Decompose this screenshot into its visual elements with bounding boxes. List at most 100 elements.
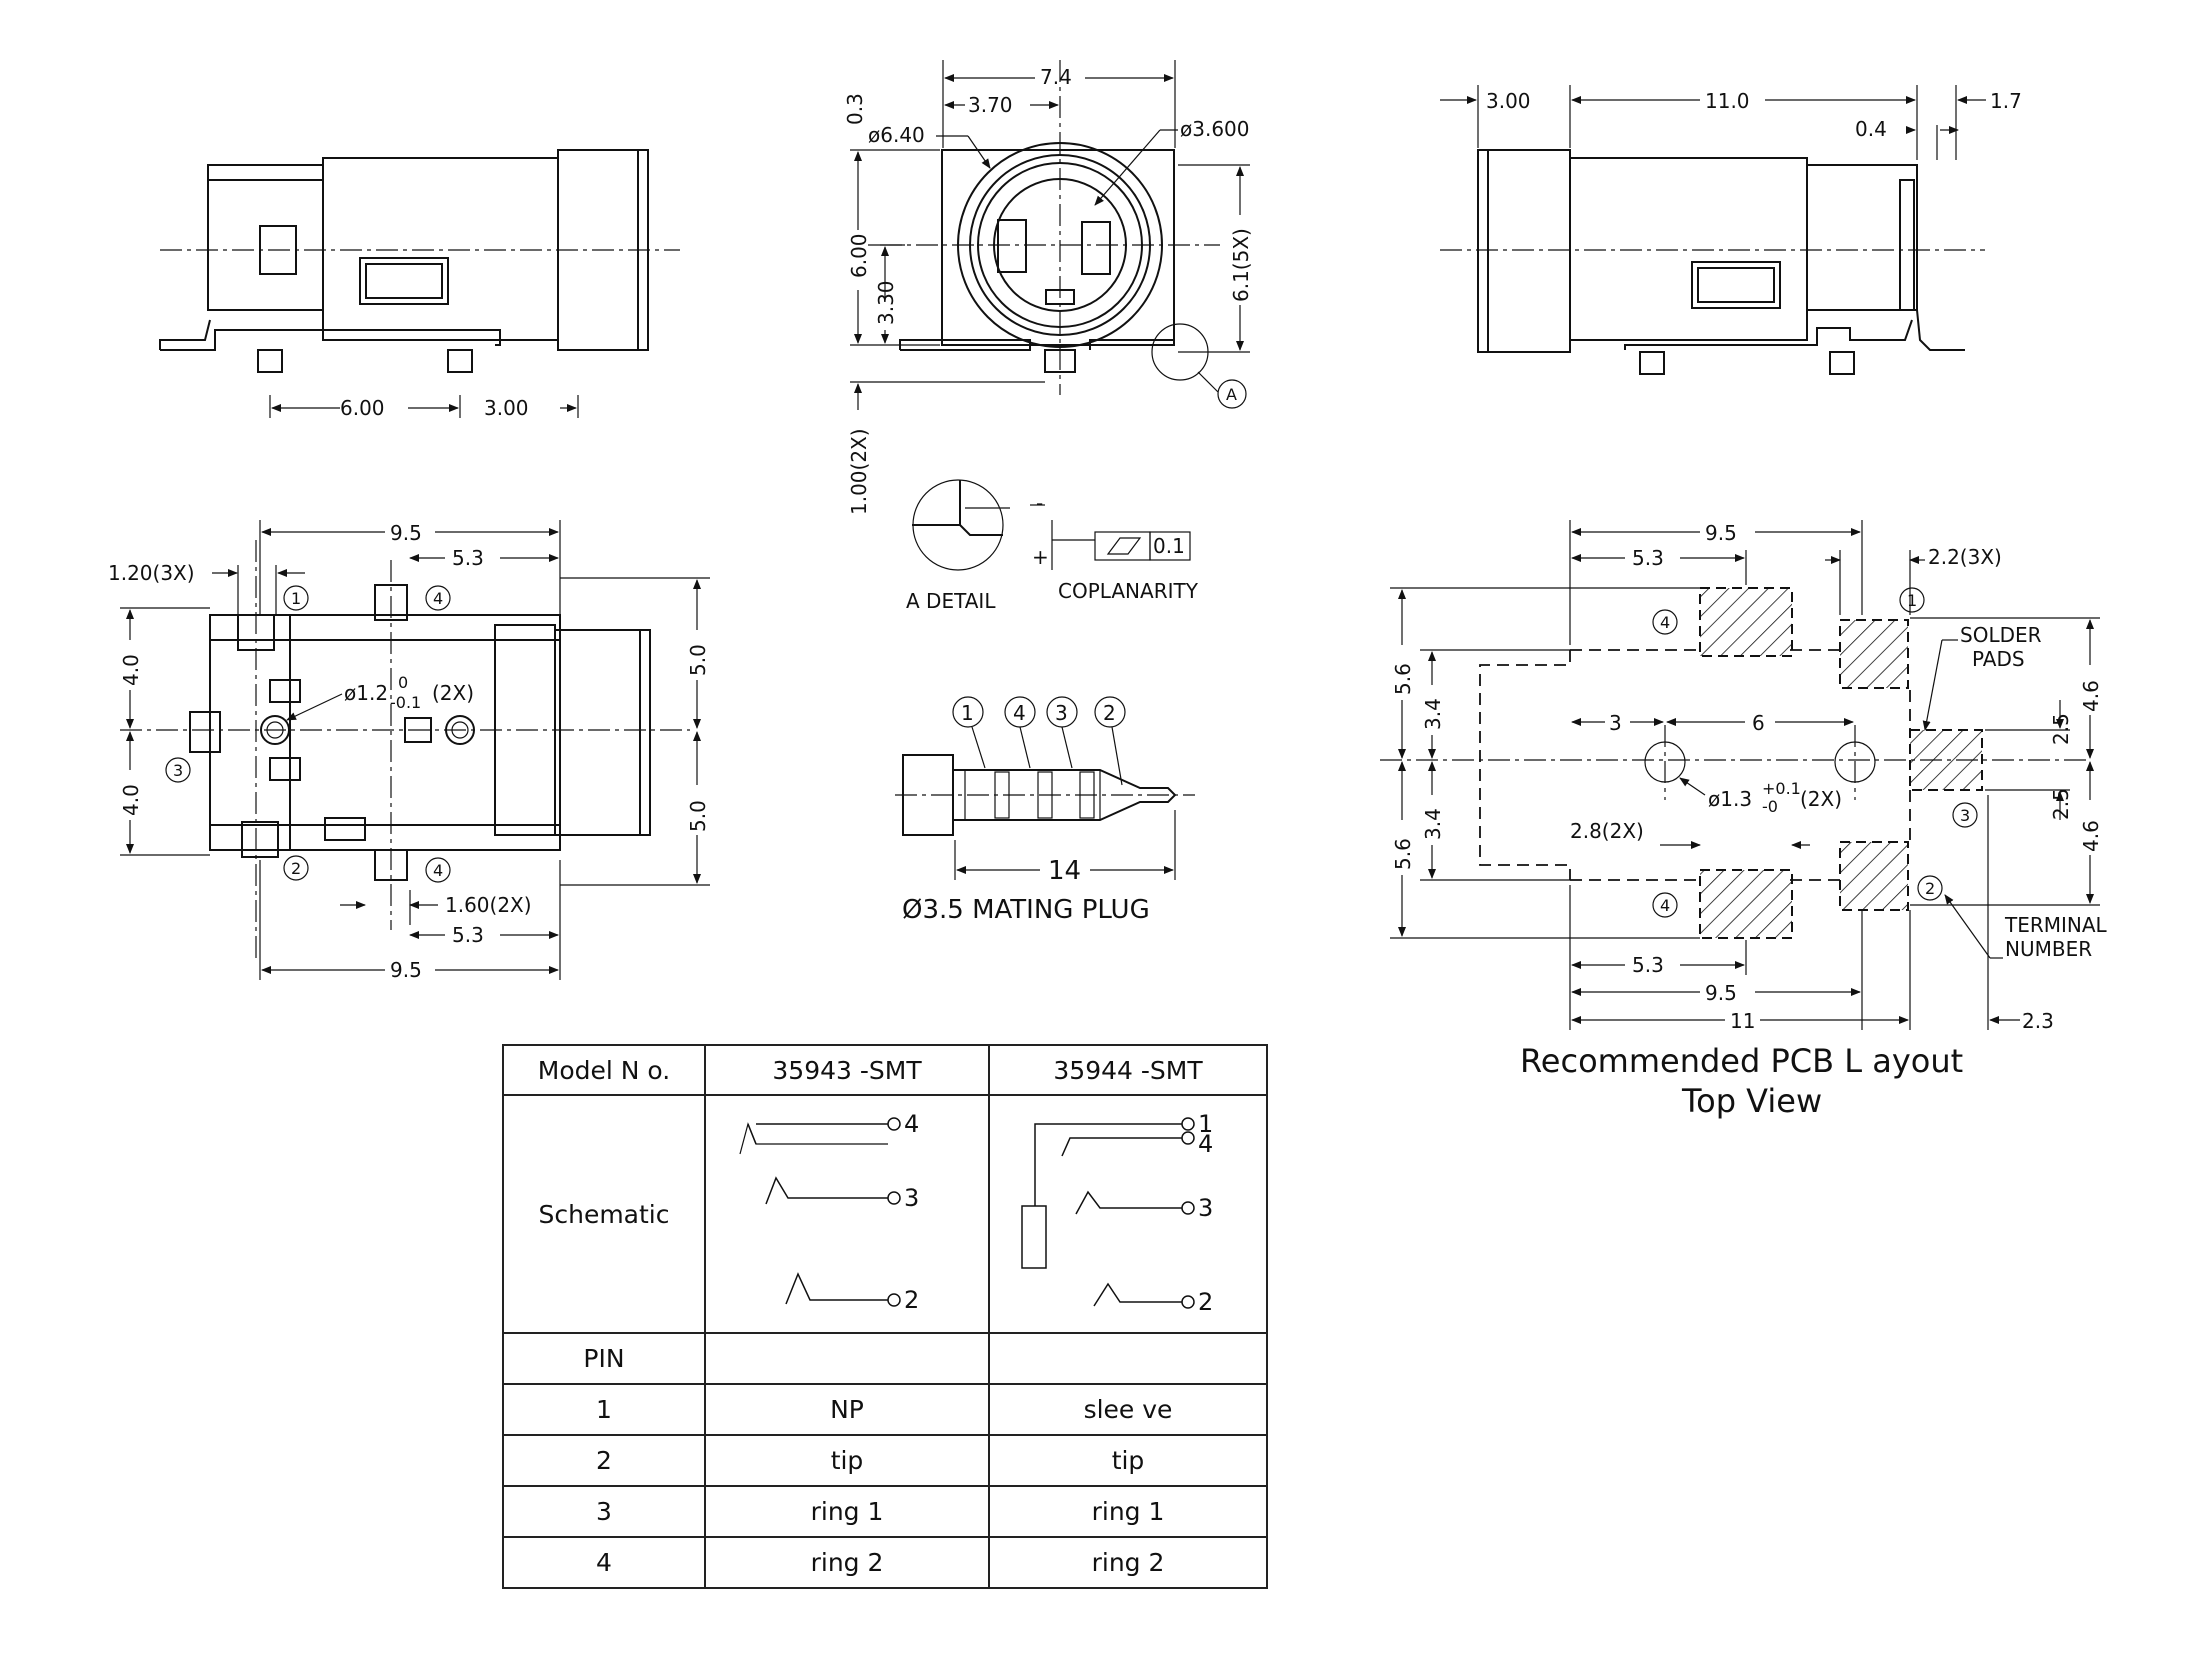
- table-row: 4 ring 2 ring 2: [502, 1536, 1268, 1589]
- row-1-a: NP: [704, 1383, 990, 1436]
- pcb-offset: 2.3: [2022, 1009, 2054, 1033]
- row-2-a: tip: [704, 1434, 990, 1487]
- schematic-row: Schematic 4 3 2: [502, 1094, 1268, 1334]
- pcb-bottom-length: 9.5: [1705, 981, 1737, 1005]
- bottom-pin-width: 1.20(3X): [108, 561, 195, 585]
- pcb-height-inner-bottom: 3.4: [1421, 808, 1445, 840]
- bottom-front-bottom: 5.3: [452, 923, 484, 947]
- bottom-pin-3: 3: [173, 761, 183, 780]
- pcb-pin-4b: 4: [1660, 896, 1670, 915]
- front-width: 7.4: [1040, 65, 1072, 89]
- pcb-top-front: 5.3: [1632, 546, 1664, 570]
- bottom-pin-4a: 4: [433, 589, 443, 608]
- schematic-label: Schematic: [502, 1094, 706, 1334]
- bottom-half-width-bottom: 5.0: [686, 800, 710, 832]
- row-4-b: ring 2: [988, 1536, 1268, 1589]
- front-height: 6.00: [847, 233, 871, 278]
- front-side-height: 6.1(5X): [1229, 228, 1253, 302]
- row-4-pin: 4: [502, 1536, 706, 1589]
- side-view: 6.00 3.00: [159, 149, 680, 420]
- rear-view: 3.00 11.0 1.7 0.4: [1440, 85, 2022, 375]
- bottom-length-bottom: 9.5: [390, 958, 422, 982]
- pcb-right-a-top: 4.6: [2079, 680, 2103, 712]
- row-4-a: ring 2: [704, 1536, 990, 1589]
- detail-ref-mark: A: [1226, 385, 1237, 404]
- header-model: Model N o.: [502, 1044, 706, 1096]
- bottom-hole-count: (2X): [432, 681, 474, 705]
- schematic-a-pin-3: 3: [904, 1184, 919, 1212]
- table-header-row: Model N o. 35943 -SMT 35944 -SMT: [502, 1044, 1268, 1096]
- pcb-height-outer-top: 5.6: [1391, 663, 1415, 695]
- bottom-half-height-bottom: 4.0: [119, 784, 143, 816]
- row-2-pin: 2: [502, 1434, 706, 1487]
- front-leg: 1.00(2X): [847, 428, 871, 515]
- pcb-title-line1: Recommended PCB L ayout: [1520, 1042, 1963, 1080]
- schematic-a: 4 3 2: [704, 1094, 990, 1334]
- plug-pin-2: 2: [1103, 701, 1116, 725]
- front-top-gap: 0.3: [843, 93, 867, 125]
- bottom-pin-2: 2: [291, 859, 301, 878]
- a-detail: - + A DETAIL 0.1 COPLANARITY: [906, 479, 1199, 613]
- side-dim-b: 3.00: [484, 396, 529, 420]
- front-outer-dia: ø6.40: [868, 123, 925, 147]
- schematic-b-pin-2: 2: [1198, 1288, 1213, 1316]
- table-row: 3 ring 1 ring 1: [502, 1485, 1268, 1538]
- pin-header-row: PIN: [502, 1332, 1268, 1385]
- plug-caption: Ø3.5 MATING PLUG: [902, 895, 1150, 925]
- table-row: 1 NP slee ve: [502, 1383, 1268, 1436]
- table-row: 2 tip tip: [502, 1434, 1268, 1487]
- pcb-solder-pads-2: PADS: [1972, 647, 2025, 671]
- schematic-b-pin-4: 4: [1198, 1130, 1213, 1158]
- mating-plug: 1 4 3 2 14 Ø3.5 MATING PLUG: [895, 696, 1195, 925]
- bottom-pin-1: 1: [291, 589, 301, 608]
- schematic-b: 1 4 3 2: [988, 1094, 1268, 1334]
- bottom-view: 1 2 3 4 4 9.5 5.3 1.20(3X) 5.0 5.0 4.0: [108, 520, 710, 982]
- rear-dim-a: 3.00: [1486, 89, 1531, 113]
- rear-dim-b: 11.0: [1705, 89, 1750, 113]
- row-1-pin: 1: [502, 1383, 706, 1436]
- schematic-a-pin-2: 2: [904, 1286, 919, 1314]
- pin-label: PIN: [502, 1332, 706, 1385]
- pcb-total: 11: [1730, 1009, 1755, 1033]
- bottom-front-top: 5.3: [452, 546, 484, 570]
- pcb-height-outer-bottom: 5.6: [1391, 838, 1415, 870]
- header-model-a: 35943 -SMT: [704, 1044, 990, 1096]
- front-view: A 7.4 3.70 0.3 ø6.40 ø3.600 6.00 3.30 6.…: [843, 60, 1253, 515]
- coplanarity-label: COPLANARITY: [1058, 579, 1199, 603]
- row-3-pin: 3: [502, 1485, 706, 1538]
- pcb-hole: ø1.3: [1708, 787, 1752, 811]
- plug-pin-3: 3: [1055, 701, 1068, 725]
- pcb-terminal-2: NUMBER: [2005, 937, 2092, 961]
- pcb-bottom-front: 5.3: [1632, 953, 1664, 977]
- rear-dim-d: 0.4: [1855, 117, 1887, 141]
- row-3-a: ring 1: [704, 1485, 990, 1538]
- schematic-a-diagram: 4 3 2: [739, 1110, 919, 1314]
- bottom-length-top: 9.5: [390, 521, 422, 545]
- pcb-layout: 1 2 3 4 4 9.5 5.3 2.2(3X) SOLDER PADS 5.…: [1380, 520, 2108, 1120]
- front-inner-dia: ø3.600: [1180, 117, 1250, 141]
- coplanarity-value: 0.1: [1153, 534, 1185, 558]
- row-1-b: slee ve: [988, 1383, 1268, 1436]
- detail-caption: A DETAIL: [906, 589, 996, 613]
- plug-length: 14: [1048, 856, 1081, 886]
- bottom-hole-tol-lower: -0.1: [390, 693, 421, 712]
- pcb-pad-width: 2.2(3X): [1928, 545, 2002, 569]
- pcb-pin-2: 2: [1925, 879, 1935, 898]
- rear-dim-c: 1.7: [1990, 89, 2022, 113]
- pcb-pin-1: 1: [1907, 591, 1917, 610]
- spec-table: Model N o. 35943 -SMT 35944 -SMT Schemat…: [502, 1044, 1268, 1589]
- front-offset: 3.70: [968, 93, 1013, 117]
- pcb-hole-spacing-a: 3: [1609, 711, 1622, 735]
- pcb-hole-tol-upper: +0.1: [1762, 779, 1801, 798]
- pcb-hole-spacing-b: 6: [1752, 711, 1765, 735]
- bottom-pin-4b: 4: [433, 861, 443, 880]
- bottom-half-height-top: 4.0: [119, 654, 143, 686]
- row-2-b: tip: [988, 1434, 1268, 1487]
- pcb-pin-3: 3: [1960, 806, 1970, 825]
- header-model-b: 35944 -SMT: [988, 1044, 1268, 1096]
- plug-pin-4: 4: [1013, 701, 1026, 725]
- bottom-hole: ø1.2: [344, 681, 388, 705]
- front-center-height: 3.30: [874, 280, 898, 325]
